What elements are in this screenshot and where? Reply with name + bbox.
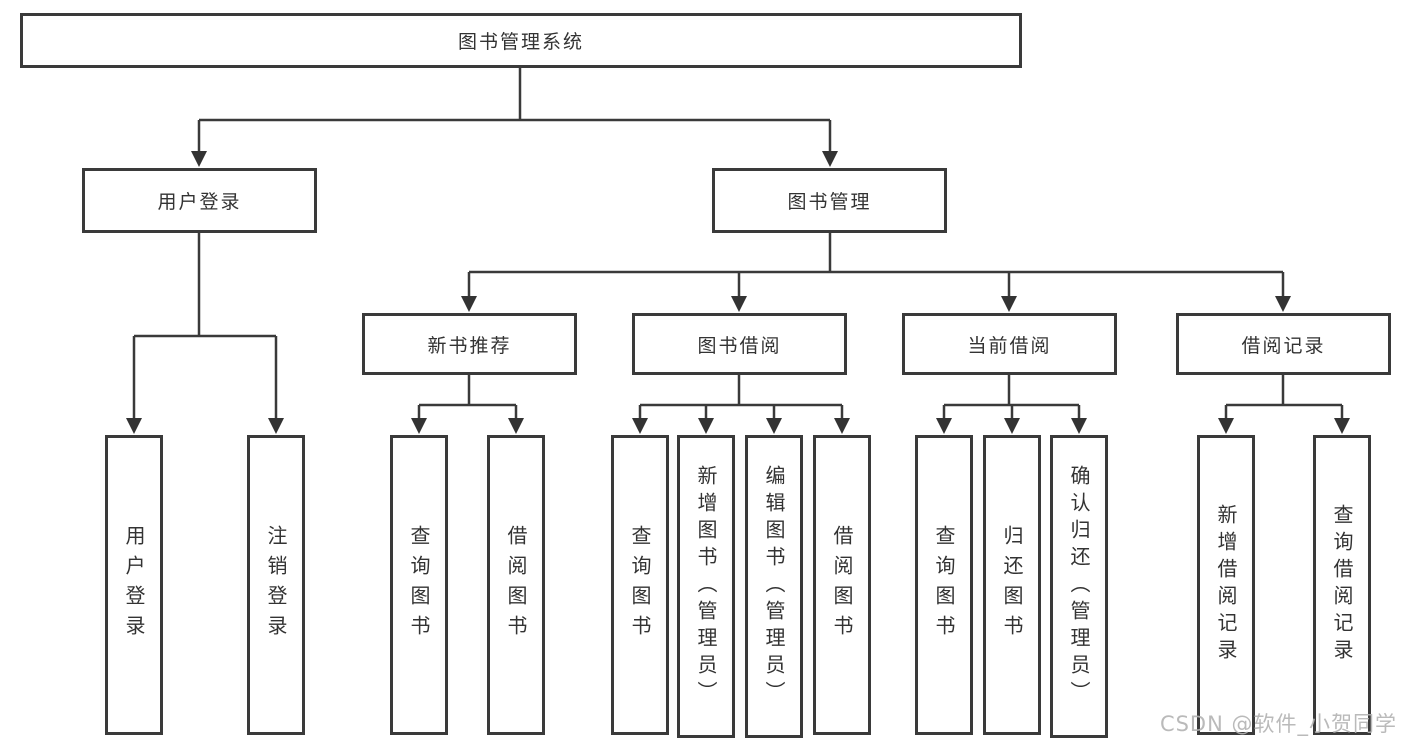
node-book-borrowing-label: 图书借阅 [697, 334, 782, 357]
leaf-borrowing-add-books-admin-label: 新增图书（管理员） [694, 465, 718, 708]
leaf-user-login-label: 用户登录 [122, 525, 146, 645]
leaf-records-query-record: 查询借阅记录 [1313, 435, 1371, 735]
node-borrowing-records: 借阅记录 [1176, 313, 1391, 375]
leaf-current-return-books: 归还图书 [983, 435, 1041, 735]
node-new-book-recommend: 新书推荐 [362, 313, 577, 375]
leaf-current-query-books: 查询图书 [915, 435, 973, 735]
arrowheads-current-leaves [936, 418, 1087, 434]
connector-login-to-leaves [132, 232, 278, 420]
node-root: 图书管理系统 [20, 13, 1022, 68]
arrowheads-borrowing-leaves [632, 418, 850, 434]
node-book-borrowing: 图书借阅 [632, 313, 847, 375]
arrowheads-recommend-leaves [411, 418, 524, 434]
node-root-label: 图书管理系统 [457, 31, 584, 53]
leaf-recommend-borrow-books: 借阅图书 [487, 435, 545, 735]
leaf-logout: 注销登录 [247, 435, 305, 735]
connector-records-to-leaves [1224, 375, 1344, 420]
arrowheads-login-leaves [126, 418, 284, 434]
connector-current-to-leaves [942, 375, 1081, 420]
node-borrowing-records-label: 借阅记录 [1241, 334, 1326, 357]
leaf-borrowing-edit-books-admin-label: 编辑图书（管理员） [762, 465, 786, 708]
node-current-borrowing: 当前借阅 [902, 313, 1117, 375]
node-user-login: 用户登录 [82, 168, 317, 233]
node-user-login-label: 用户登录 [157, 191, 242, 213]
leaf-recommend-query-books: 查询图书 [390, 435, 448, 735]
leaf-borrowing-query-books-label: 查询图书 [628, 525, 652, 645]
leaf-user-login: 用户登录 [105, 435, 163, 735]
node-book-management-label: 图书管理 [787, 191, 872, 213]
leaf-records-query-record-label: 查询借阅记录 [1330, 504, 1354, 666]
arrowheads-level2 [191, 151, 838, 167]
leaf-recommend-query-books-label: 查询图书 [407, 525, 431, 645]
leaf-borrowing-edit-books-admin: 编辑图书（管理员） [745, 435, 803, 738]
node-book-management: 图书管理 [712, 168, 947, 233]
node-new-book-recommend-label: 新书推荐 [427, 334, 512, 357]
node-current-borrowing-label: 当前借阅 [967, 334, 1052, 357]
leaf-recommend-borrow-books-label: 借阅图书 [504, 525, 528, 645]
watermark-text: CSDN @软件_小贺同学 [1159, 712, 1397, 736]
leaf-borrowing-borrow-books: 借阅图书 [813, 435, 871, 735]
connector-management-to-modules [467, 232, 1285, 298]
leaf-logout-label: 注销登录 [264, 525, 288, 645]
arrowheads-records-leaves [1218, 418, 1350, 434]
leaf-borrowing-add-books-admin: 新增图书（管理员） [677, 435, 735, 738]
leaf-current-confirm-return-admin: 确认归还（管理员） [1050, 435, 1108, 738]
leaf-records-add-record-label: 新增借阅记录 [1214, 504, 1238, 666]
leaf-borrowing-borrow-books-label: 借阅图书 [830, 525, 854, 645]
connector-borrowing-to-leaves [638, 375, 844, 420]
arrowheads-modules [461, 296, 1291, 312]
leaf-current-confirm-return-admin-label: 确认归还（管理员） [1067, 465, 1091, 708]
leaf-current-query-books-label: 查询图书 [932, 525, 956, 645]
leaf-borrowing-query-books: 查询图书 [611, 435, 669, 735]
connector-root-to-level2 [197, 68, 832, 153]
leaf-records-add-record: 新增借阅记录 [1197, 435, 1255, 735]
connector-recommend-to-leaves [417, 375, 518, 420]
leaf-current-return-books-label: 归还图书 [1000, 525, 1024, 645]
